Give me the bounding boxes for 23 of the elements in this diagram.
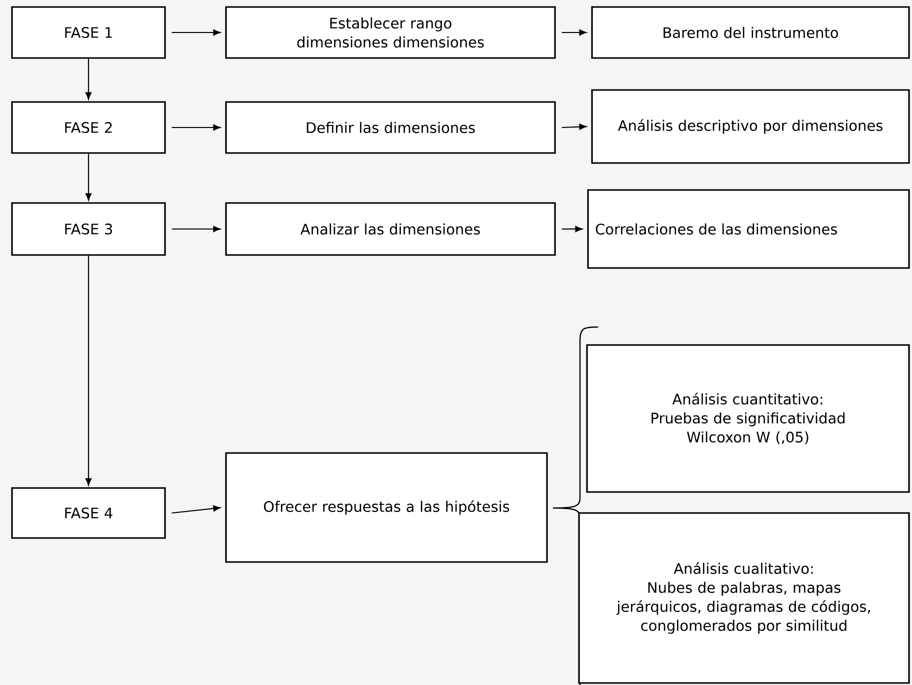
result-box: Correlaciones de las dimensiones [587, 189, 910, 269]
arrow [85, 58, 92, 100]
arrow [172, 505, 221, 514]
process-box: Establecer rango dimensiones dimensiones [225, 6, 556, 59]
phase-box: FASE 4 [11, 487, 166, 539]
phase-box: FASE 3 [11, 202, 166, 256]
arrow [172, 29, 221, 36]
analysis-box: Análisis cualitativo: Nubes de palabras, mapas jerárquicos, diagramas de códigos, conglomerados por similitud [578, 512, 910, 684]
arrow [562, 226, 583, 232]
result-box: Análisis descriptivo por dimensiones [591, 89, 910, 164]
arrow [85, 256, 92, 486]
arrow [562, 124, 587, 130]
arrow [172, 124, 221, 131]
arrow [172, 226, 221, 232]
process-box: Analizar las dimensiones [225, 202, 556, 256]
result-box: Baremo del instrumento [591, 6, 910, 59]
process-box: Ofrecer respuestas a las hipótesis [225, 452, 548, 563]
arrow [85, 154, 92, 201]
phase-box: FASE 1 [11, 6, 166, 59]
analysis-box: Análisis cuantitativo: Pruebas de significatividad Wilcoxon W (,05) [586, 344, 910, 493]
process-box: Definir las dimensiones [225, 101, 556, 154]
phase-box: FASE 2 [11, 101, 166, 154]
arrow [562, 29, 587, 36]
